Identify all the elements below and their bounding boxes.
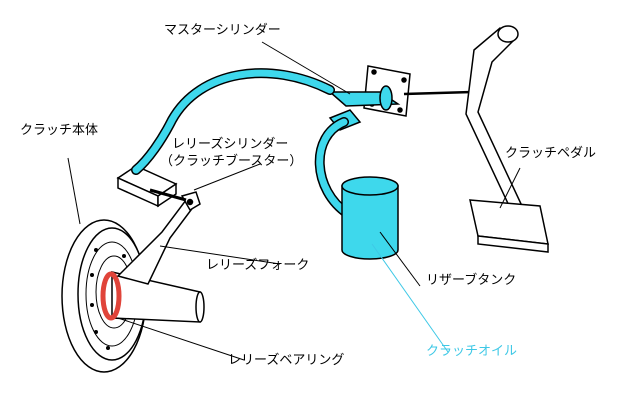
clutch-pedal: [465, 25, 549, 253]
release-cylinder-label: レリーズシリンダー: [172, 137, 289, 152]
clutch-oil-label: クラッチオイル: [426, 344, 518, 359]
release-bearing: [100, 271, 122, 321]
release-fork-label: レリーズフォーク: [206, 258, 310, 273]
hydraulic-line: [131, 68, 335, 175]
leader-lines: [67, 41, 521, 361]
reservoir-tank: [341, 176, 399, 260]
reservoir-hose: [314, 117, 353, 219]
release-fork: [116, 191, 201, 285]
reservoir-tank-label: リザーブタンク: [426, 273, 517, 288]
release-cylinder: [116, 165, 187, 208]
clutch-shaft: [111, 271, 205, 323]
clutch-booster-label: （クラッチブースター）: [160, 154, 303, 169]
clutch-pedal-label: クラッチペダル: [505, 146, 597, 161]
master-cylinder-label: マスターシリンダー: [164, 23, 281, 38]
master-cylinder: [328, 85, 401, 111]
clutch-body-label: クラッチ本体: [20, 123, 99, 138]
push-rod: [403, 90, 473, 96]
release-bearing-label: レリーズベアリング: [228, 353, 345, 368]
